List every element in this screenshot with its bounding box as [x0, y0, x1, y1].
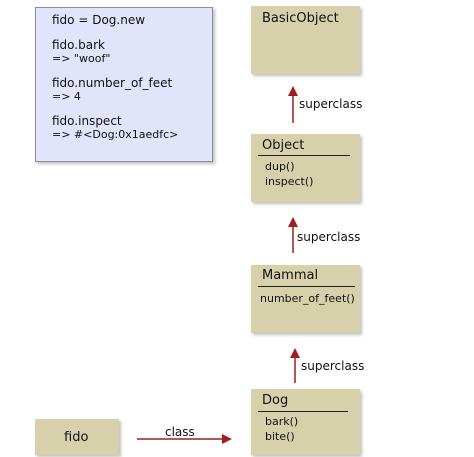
code-line-inspect: fido.inspect [52, 114, 122, 128]
class-label-fido: class [165, 425, 195, 439]
class-box-dog: Dog bark() bite() [251, 389, 360, 455]
class-separator-object [258, 155, 350, 156]
result-line-feet: => 4 [52, 90, 81, 103]
class-separator-mammal [258, 286, 355, 287]
code-line-new: fido = Dog.new [52, 13, 146, 27]
code-group-feet: fido.number_of_feet => 4 [52, 76, 212, 104]
class-name-mammal: Mammal [262, 268, 319, 283]
class-box-basicobject: BasicObject [251, 6, 360, 74]
class-box-object: Object dup() inspect() [251, 134, 360, 202]
instance-box-fido: fido [35, 419, 119, 455]
method-object-inspect: inspect() [265, 175, 314, 188]
class-name-object: Object [262, 138, 305, 153]
method-object-dup: dup() [265, 160, 295, 173]
code-line-feet: fido.number_of_feet [52, 76, 173, 90]
class-name-dog: Dog [262, 393, 289, 408]
result-line-bark: => "woof" [52, 52, 111, 65]
superclass-arrow-mammal-to-object [288, 217, 298, 253]
class-name-basicobject: BasicObject [262, 11, 339, 26]
code-group-inspect: fido.inspect => #<Dog:0x1aedfc> [52, 114, 212, 142]
code-example-panel: fido = Dog.new fido.bark => "woof" fido.… [35, 7, 213, 162]
result-line-inspect: => #<Dog:0x1aedfc> [52, 128, 179, 141]
superclass-arrow-dog-to-mammal [290, 348, 300, 383]
code-group-new: fido = Dog.new [52, 14, 212, 27]
superclass-arrow-object-to-basicobject [288, 86, 298, 123]
method-dog-bite: bite() [265, 430, 295, 443]
class-separator-dog [258, 411, 348, 412]
class-arrow-fido-to-dog [137, 434, 232, 444]
superclass-label-object: superclass [299, 97, 363, 111]
code-line-bark: fido.bark [52, 38, 105, 52]
method-dog-bark: bark() [265, 415, 299, 428]
superclass-label-dog: superclass [301, 359, 365, 373]
class-box-mammal: Mammal number_of_feet() [251, 265, 360, 333]
instance-name-fido: fido [64, 430, 89, 445]
superclass-label-mammal: superclass [297, 230, 361, 244]
code-group-bark: fido.bark => "woof" [52, 38, 212, 66]
method-mammal-number-of-feet: number_of_feet() [260, 292, 355, 305]
